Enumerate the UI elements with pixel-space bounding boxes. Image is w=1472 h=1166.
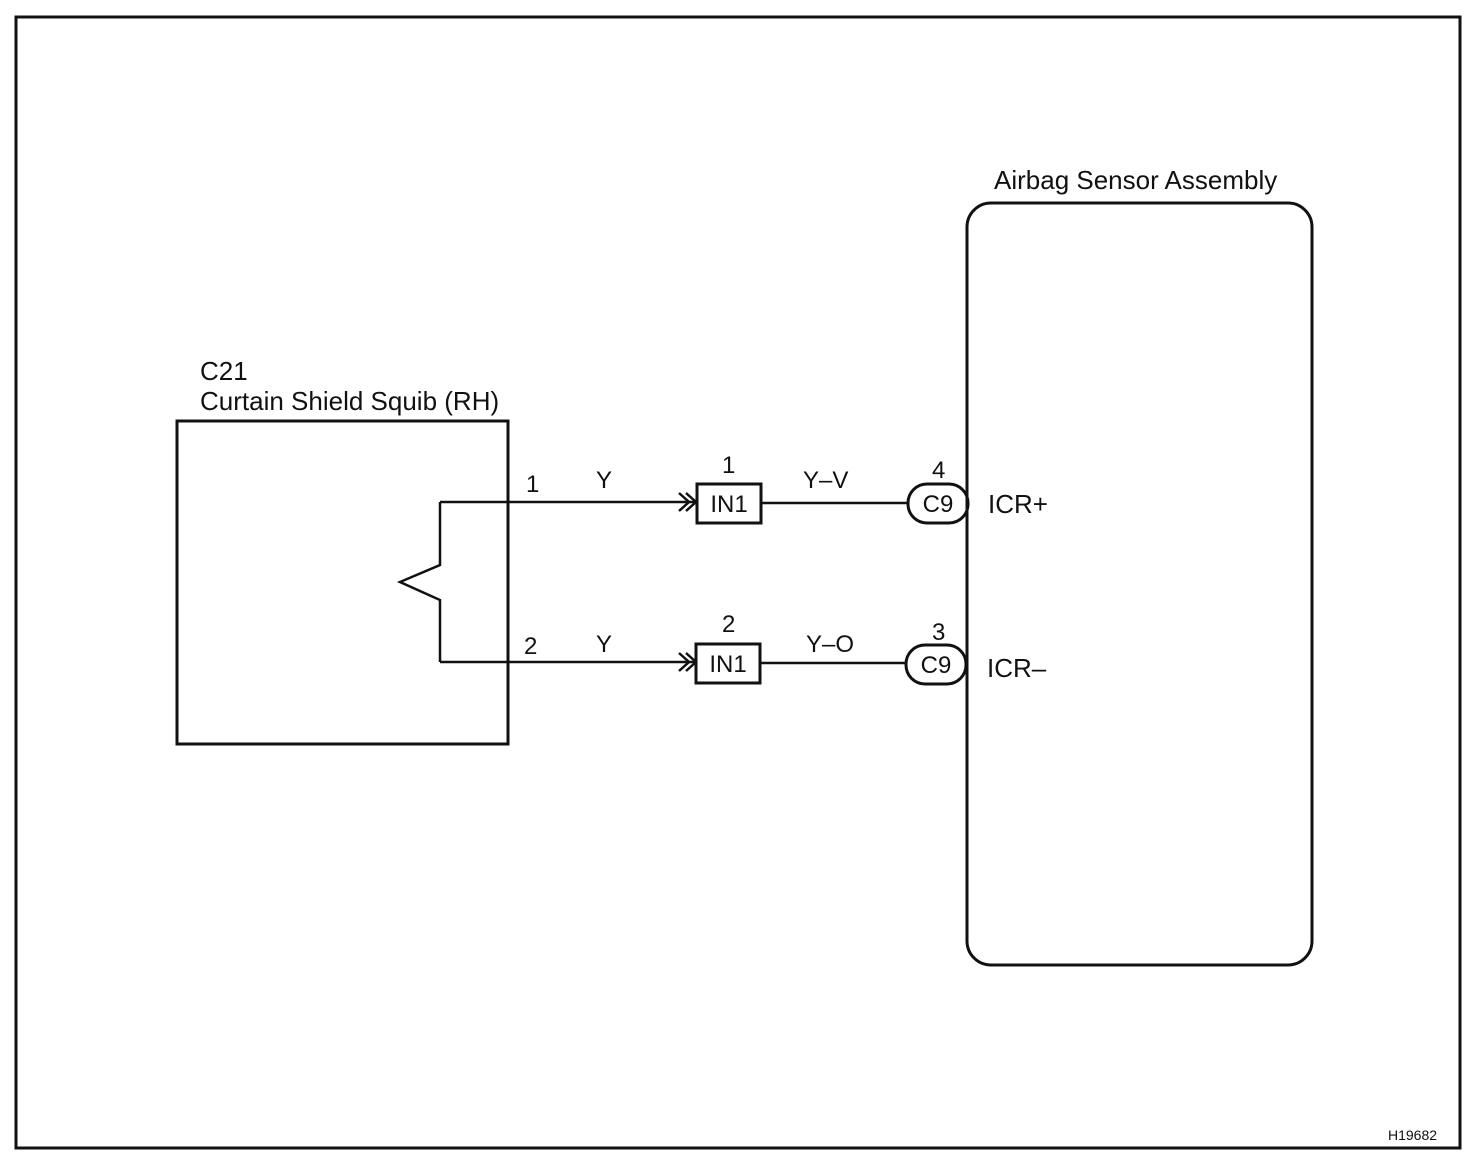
squib-pin-1: 1 xyxy=(526,471,539,498)
junction-pin-2: 2 xyxy=(722,611,735,638)
squib-pin-2: 2 xyxy=(524,633,537,660)
ecu-pin-3: 3 xyxy=(932,619,945,646)
ecu-terminal-icr-minus: ICR– xyxy=(987,653,1047,683)
ecu-connector-1-label: C9 xyxy=(923,491,954,518)
ecu-terminal-icr-plus: ICR+ xyxy=(988,489,1048,519)
junction-connector-1-label: IN1 xyxy=(710,491,747,518)
junction-connector-2-label: IN1 xyxy=(709,651,746,678)
ecu-connector-2-label: C9 xyxy=(921,652,952,679)
squib-box xyxy=(175,419,510,746)
ecu-name: Airbag Sensor Assembly xyxy=(994,165,1277,195)
squib-igniter-symbol xyxy=(396,502,442,662)
wire-1-color-squib: Y xyxy=(596,467,612,494)
wire-2-color-ecu: Y–O xyxy=(806,631,854,658)
figure-id: H19682 xyxy=(1388,1127,1437,1143)
ecu-pin-4: 4 xyxy=(932,457,945,484)
junction-pin-1: 1 xyxy=(722,452,735,479)
wire-1-color-ecu: Y–V xyxy=(803,467,848,494)
squib-name: Curtain Shield Squib (RH) xyxy=(200,386,499,416)
squib-code: C21 xyxy=(200,356,248,386)
ecu-box xyxy=(965,201,1314,967)
diagram-frame xyxy=(14,15,1462,1150)
wire-2-color-squib: Y xyxy=(596,631,612,658)
